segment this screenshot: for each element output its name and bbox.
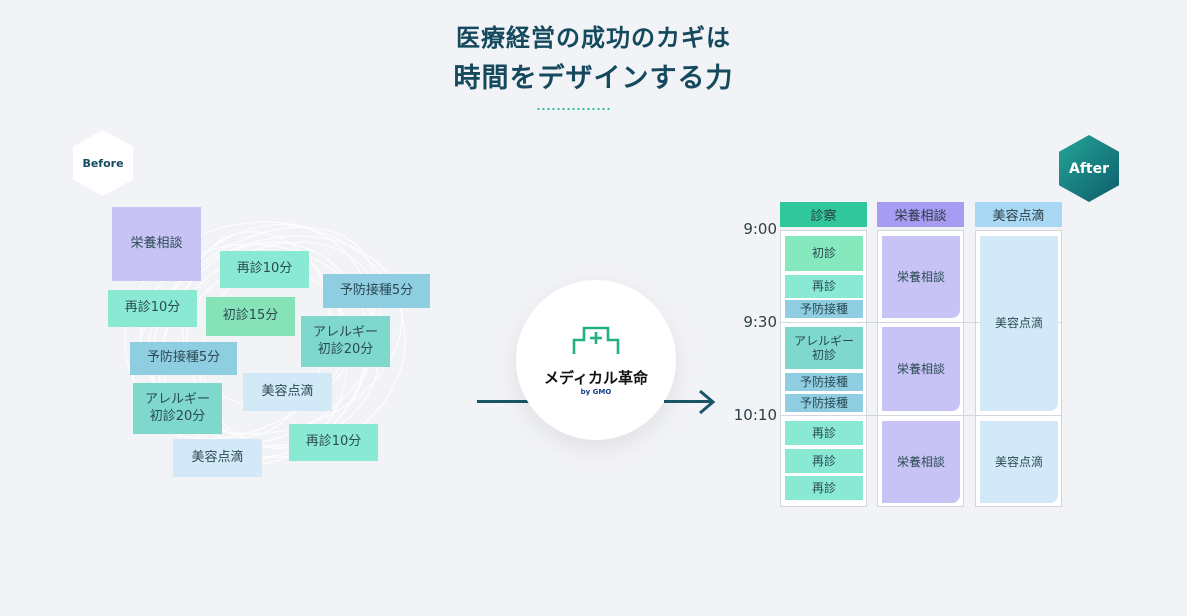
slot-vaccination: 予防接種 — [785, 300, 863, 318]
note-first-visit: 初診15分 — [206, 297, 295, 336]
note-revisit: 再診10分 — [289, 424, 378, 461]
slot-revisit: 再診 — [785, 476, 863, 500]
note-beauty-drip: 美容点滴 — [173, 439, 262, 477]
note-beauty-drip: 美容点滴 — [243, 373, 332, 411]
headline-line1: 医療経営の成功のカギは — [456, 24, 731, 52]
slot-revisit: 再診 — [785, 421, 863, 445]
slot-nutrition-consult: 栄養相談 — [882, 327, 960, 411]
time-label: 10:10 — [733, 406, 777, 424]
time-label: 9:30 — [743, 313, 777, 331]
connector-line-left — [477, 400, 529, 403]
before-badge: Before — [73, 130, 133, 196]
note-allergy-first-visit: アレルギー 初診20分 — [133, 383, 222, 434]
column-header-beauty: 美容点滴 — [975, 202, 1062, 227]
slot-first-visit: 初診 — [785, 236, 863, 271]
after-badge: After — [1059, 135, 1119, 202]
time-divider — [780, 415, 1062, 416]
slot-nutrition-consult: 栄養相談 — [882, 421, 960, 503]
time-label: 9:00 — [743, 220, 777, 238]
note-vaccination: 予防接種5分 — [130, 342, 237, 375]
note-vaccination: 予防接種5分 — [323, 274, 430, 308]
note-nutrition-consult: 栄養相談 — [112, 207, 201, 281]
slot-nutrition-consult: 栄養相談 — [882, 236, 960, 318]
note-revisit: 再診10分 — [108, 290, 197, 327]
note-allergy-first-visit: アレルギー 初診20分 — [301, 316, 390, 367]
brand-by-gmo: by GMO — [580, 388, 612, 396]
time-divider — [780, 322, 1062, 323]
arrow-right-icon — [699, 389, 716, 415]
column-header-nutrition: 栄養相談 — [877, 202, 964, 227]
slot-beauty-drip: 美容点滴 — [980, 236, 1058, 411]
brand-name: メディカル革命 — [544, 369, 648, 387]
connector-line-right — [664, 400, 712, 403]
logo-circle: メディカル革命 by GMO — [516, 280, 676, 440]
slot-allergy-first-visit: アレルギー 初診 — [785, 327, 863, 369]
column-header-consultation: 診察 — [780, 202, 867, 227]
slot-vaccination: 予防接種 — [785, 394, 863, 412]
note-revisit: 再診10分 — [220, 251, 309, 288]
hospital-icon — [572, 326, 620, 354]
dotted-divider — [536, 107, 612, 111]
slot-beauty-drip: 美容点滴 — [980, 421, 1058, 503]
headline-line2: 時間をデザインする力 — [453, 63, 734, 94]
slot-vaccination: 予防接種 — [785, 373, 863, 391]
slot-revisit: 再診 — [785, 449, 863, 473]
slot-revisit: 再診 — [785, 275, 863, 298]
